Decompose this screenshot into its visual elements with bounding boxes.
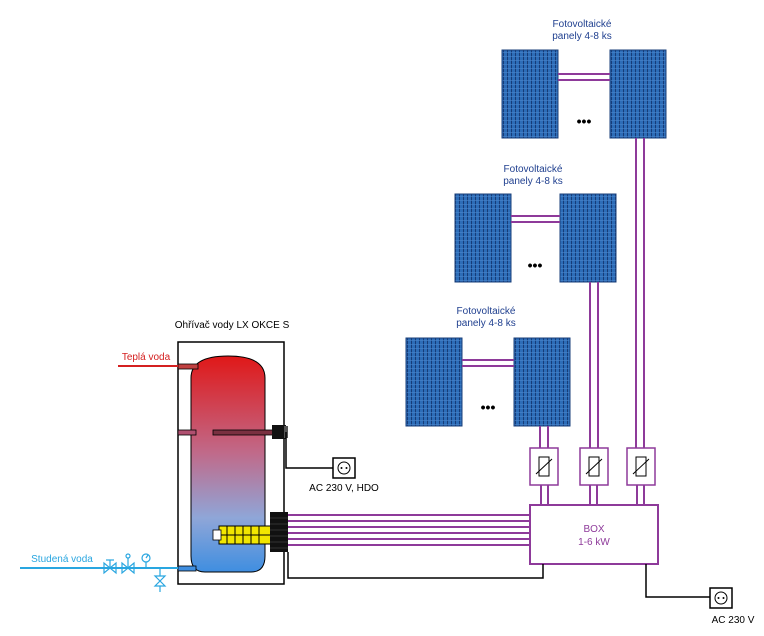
box-to-heater-wiring [288, 514, 530, 546]
fuse-1 [529, 447, 559, 486]
pv-panel [559, 193, 617, 283]
check-valve-icon [121, 553, 135, 575]
panel-group-3: Fotovoltaické panely 4-8 ks ••• [405, 306, 571, 427]
fuse-icon [535, 456, 553, 477]
heater-tank [190, 355, 266, 573]
pv-panel [513, 337, 571, 427]
pv-panel [405, 337, 463, 427]
box-ac-wire [645, 564, 710, 598]
panel-group-3-label-line2: panely 4-8 ks [456, 318, 515, 329]
box-label-line1: BOX [583, 524, 604, 535]
heating-element-icon [212, 525, 272, 545]
pv-panel [609, 49, 667, 139]
pressure-gauge-icon [141, 553, 151, 568]
control-box: BOX 1-6 kW [529, 504, 659, 565]
heater-ac-wire [285, 432, 333, 469]
safety-valve-icon [153, 568, 167, 592]
heater-title: Ohřívač vody LX OKCE S [175, 320, 290, 331]
box-socket [709, 587, 733, 609]
panel-group-1: Fotovoltaické panely 4-8 ks ••• [501, 19, 667, 139]
panel-group-3-label-line1: Fotovoltaické [457, 306, 516, 317]
fuse-2 [579, 447, 609, 486]
thermostat-tube [212, 429, 276, 436]
fuse-3 [626, 447, 656, 486]
more-panels-ellipsis: ••• [481, 399, 496, 415]
panel-group-1-label-line2: panely 4-8 ks [552, 31, 611, 42]
panel-group-1-label-line1: Fotovoltaické [553, 19, 612, 30]
box-label-line2: 1-6 kW [578, 537, 610, 548]
valve-icon [103, 559, 117, 575]
panel-group-2: Fotovoltaické panely 4-8 ks ••• [454, 164, 617, 283]
pv-panel [454, 193, 512, 283]
dc-wiring [539, 138, 645, 505]
signal-wire [287, 552, 544, 579]
cold-water-label: Studená voda [31, 554, 93, 565]
box-outlet-label: AC 230 V [712, 615, 755, 626]
socket-icon [337, 461, 351, 475]
panel-group-2-label-line1: Fotovoltaické [504, 164, 563, 175]
fuse-icon [585, 456, 603, 477]
socket-icon [714, 591, 728, 605]
more-panels-ellipsis: ••• [577, 113, 592, 129]
hot-water-label: Teplá voda [122, 352, 171, 363]
heater-socket [332, 457, 356, 479]
water-heater [177, 341, 288, 585]
cold-water-line: Studená voda [20, 553, 178, 592]
thermostat-head [272, 425, 286, 439]
panel-group-2-label-line2: panely 4-8 ks [503, 176, 562, 187]
more-panels-ellipsis: ••• [528, 257, 543, 273]
heater-outlet-label: AC 230 V, HDO [309, 483, 379, 494]
pv-panel [501, 49, 559, 139]
fuse-icon [632, 456, 650, 477]
